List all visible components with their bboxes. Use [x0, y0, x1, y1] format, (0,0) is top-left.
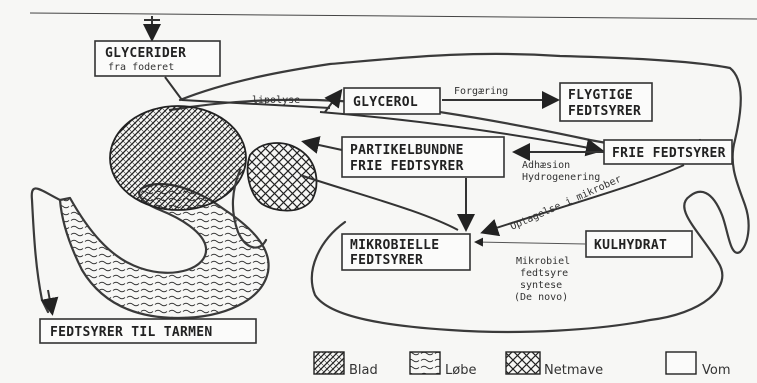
- lipolyse-label: lipolyse: [252, 95, 300, 106]
- legend-vom-label: Vom: [702, 363, 731, 378]
- forgaering-label: Forgæring: [454, 86, 508, 97]
- partikel-label-2: FRIE FEDTSYRER: [350, 159, 464, 174]
- mikrobielle-label-1: MIKROBIELLE: [350, 238, 439, 253]
- top-edge-line: [30, 13, 757, 19]
- glycerider-label: GLYCERIDER: [105, 46, 186, 61]
- kulhydrat-label: KULHYDRAT: [594, 238, 667, 253]
- blad-shape: [110, 106, 246, 210]
- legend-vom-swatch: [666, 352, 696, 374]
- legend-netmave-swatch: [506, 352, 540, 374]
- arrow-to-tarmen: [48, 290, 52, 312]
- frie-label: FRIE FEDTSYRER: [612, 146, 726, 161]
- fedtsyre-label: fedtsyre: [520, 268, 568, 279]
- adhaesion-label: Adhæsion: [522, 160, 570, 171]
- tarmen-label: FEDTSYRER TIL TARMEN: [50, 325, 213, 340]
- arrow-kulhydrat-to-mikrobielle: [476, 242, 586, 244]
- arrow-to-glycerol: [325, 92, 340, 112]
- mikrobiel-label: Mikrobiel: [516, 256, 570, 267]
- glycerider-sublabel: fra foderet: [108, 62, 174, 73]
- lobe-duct: [32, 188, 60, 312]
- arrow-netmave-to-mikrobielle: [300, 175, 458, 230]
- legend-netmave-label: Netmave: [544, 363, 603, 378]
- arrow-partikel-to-netmave: [305, 142, 342, 150]
- legend: Blad Løbe Netmave Vom: [314, 352, 731, 378]
- lipolyse-path: [165, 77, 330, 108]
- partikel-label-1: PARTIKELBUNDNE: [350, 143, 464, 158]
- flygtige-label-2: FEDTSYRER: [568, 104, 641, 119]
- flygtige-label-1: FLYGTIGE: [568, 88, 633, 103]
- syntese-label: syntese: [520, 280, 562, 291]
- hydrogenering-label: Hydrogenering: [522, 172, 600, 183]
- mikrobielle-label-2: FEDTSYRER: [350, 253, 423, 268]
- legend-blad-label: Blad: [349, 363, 378, 378]
- legend-lobe-swatch: [410, 352, 440, 374]
- denovo-label: (De novo): [514, 292, 568, 303]
- legend-lobe-label: Løbe: [445, 363, 476, 378]
- legend-blad-swatch: [314, 352, 344, 374]
- glycerol-label: GLYCEROL: [353, 95, 418, 110]
